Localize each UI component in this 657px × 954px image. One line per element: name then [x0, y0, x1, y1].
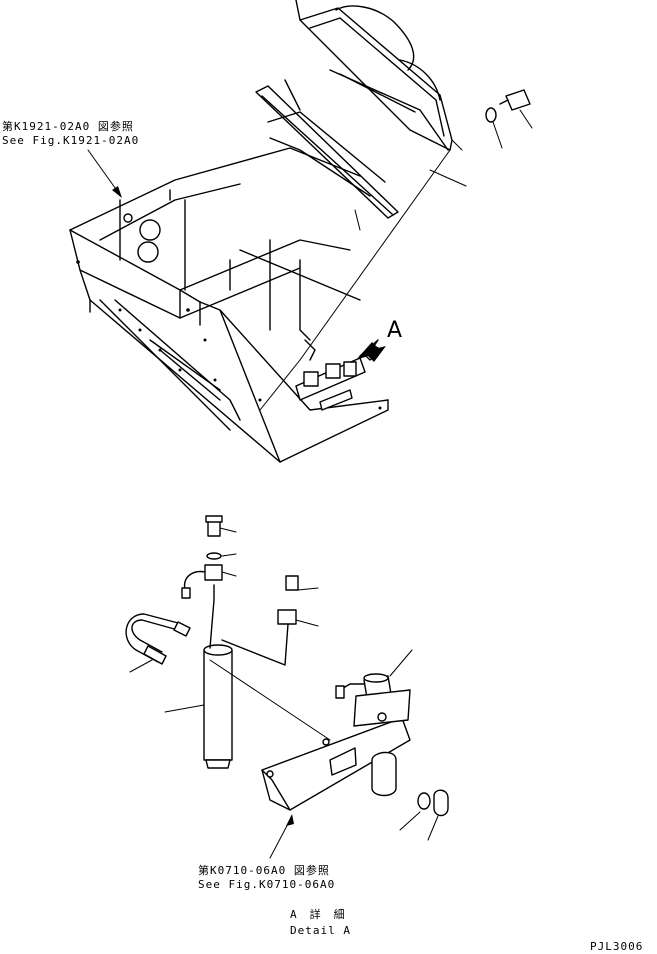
- reference-note-bottom-en: See Fig.K0710-06A0: [198, 878, 336, 891]
- filter-panel: [255, 79, 399, 231]
- bolt-and-washer: [485, 89, 533, 149]
- machine-frame: [69, 147, 389, 463]
- reference-arrow-top: [87, 149, 122, 198]
- view-marker-label: A: [387, 318, 403, 343]
- view-arrow-a: [356, 339, 386, 362]
- detail-title-jp: A 詳 細: [290, 908, 346, 921]
- leader-lines-top: [259, 149, 467, 411]
- relay-assembly: [295, 339, 366, 411]
- detail-a-assembly: [125, 515, 449, 859]
- reference-note-top-en: See Fig.K1921-02A0: [2, 134, 140, 147]
- drawing-code: PJL3006: [590, 940, 644, 953]
- reference-note-bottom-jp: 第K0710-06A0 図参照: [198, 864, 330, 877]
- reference-note-top-jp: 第K1921-02A0 図参照: [2, 120, 134, 133]
- radiator-panel-top: [295, 0, 463, 151]
- detail-title-en: Detail A: [290, 924, 351, 937]
